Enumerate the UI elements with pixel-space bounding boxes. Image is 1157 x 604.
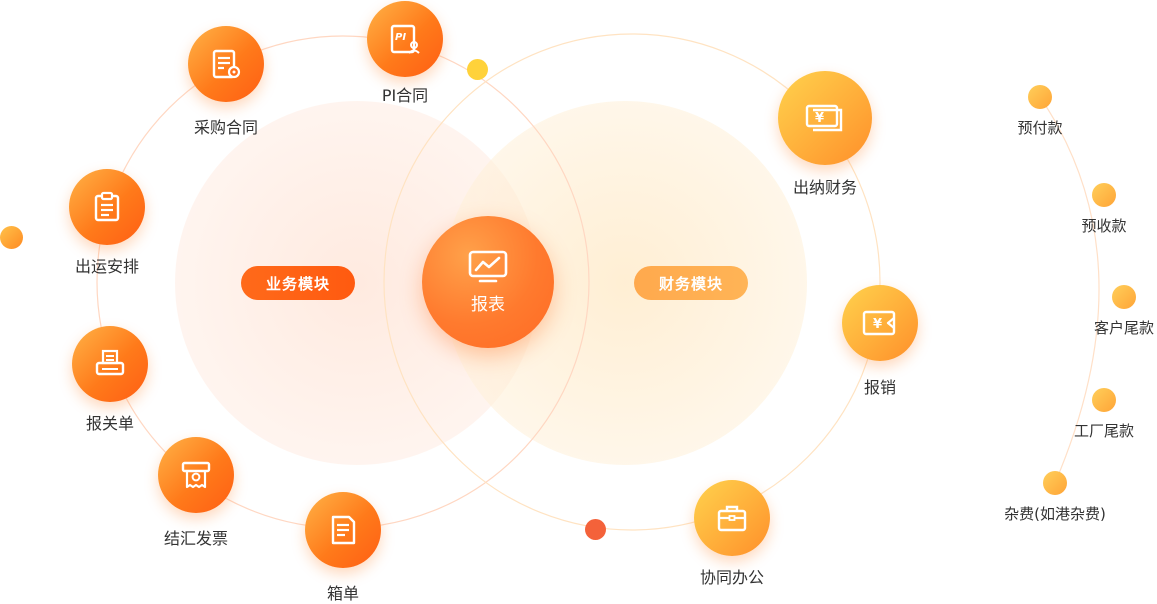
payment-label: 工厂尾款	[1073, 422, 1135, 440]
reimbursement-icon: ¥	[862, 310, 896, 336]
payment-dot	[1092, 388, 1116, 412]
node-label: 采购合同	[193, 118, 259, 137]
business-disc	[175, 101, 539, 465]
payments-arc	[1039, 96, 1100, 484]
payment-label: 杂费(如港杂费)	[1004, 505, 1106, 523]
pi-contract-icon: PI	[390, 24, 420, 54]
decor-dot-bottom	[585, 519, 606, 540]
decor-dot-left	[0, 226, 23, 249]
finance-disc	[443, 101, 807, 465]
center-report-node[interactable]: 报表	[422, 216, 554, 348]
payment-dot	[1092, 183, 1116, 207]
packing-list-icon	[331, 515, 356, 545]
payment-label: 客户尾款	[1093, 319, 1155, 337]
business-module-label: 业务模块	[265, 274, 330, 293]
node-label: 报销	[863, 378, 897, 397]
node-label: 出纳财务	[792, 178, 858, 197]
cashier-banknote-icon: ¥	[805, 104, 843, 132]
node-label: 报关单	[85, 414, 135, 433]
svg-text:¥: ¥	[873, 317, 882, 332]
finance-module-pill[interactable]: 财务模块	[634, 266, 748, 300]
payment-label: 预付款	[1017, 119, 1063, 137]
shipping-clipboard-icon	[94, 191, 120, 222]
center-label: 报表	[471, 294, 505, 315]
decor-dot-top	[467, 59, 488, 80]
payment-dot	[1028, 85, 1052, 109]
node-label: 箱单	[326, 584, 360, 603]
node-label: 协同办公	[699, 568, 765, 587]
payment-label: 预收款	[1081, 217, 1127, 235]
business-module-pill[interactable]: 业务模块	[241, 266, 355, 300]
svg-text:PI: PI	[395, 32, 406, 43]
briefcase-icon	[717, 505, 747, 532]
node-label: 结汇发票	[163, 529, 229, 548]
finance-orbit	[383, 33, 881, 531]
invoice-receipt-icon	[181, 461, 211, 489]
node-label: PI合同	[381, 86, 429, 105]
customs-printer-icon	[95, 349, 125, 376]
chart-monitor-icon	[468, 250, 508, 282]
payment-dot	[1043, 471, 1067, 495]
finance-module-label: 财务模块	[658, 274, 723, 293]
purchase-contract-icon	[212, 49, 241, 79]
svg-text:¥: ¥	[815, 111, 824, 126]
node-label: 出运安排	[74, 257, 140, 276]
payment-dot	[1112, 285, 1136, 309]
